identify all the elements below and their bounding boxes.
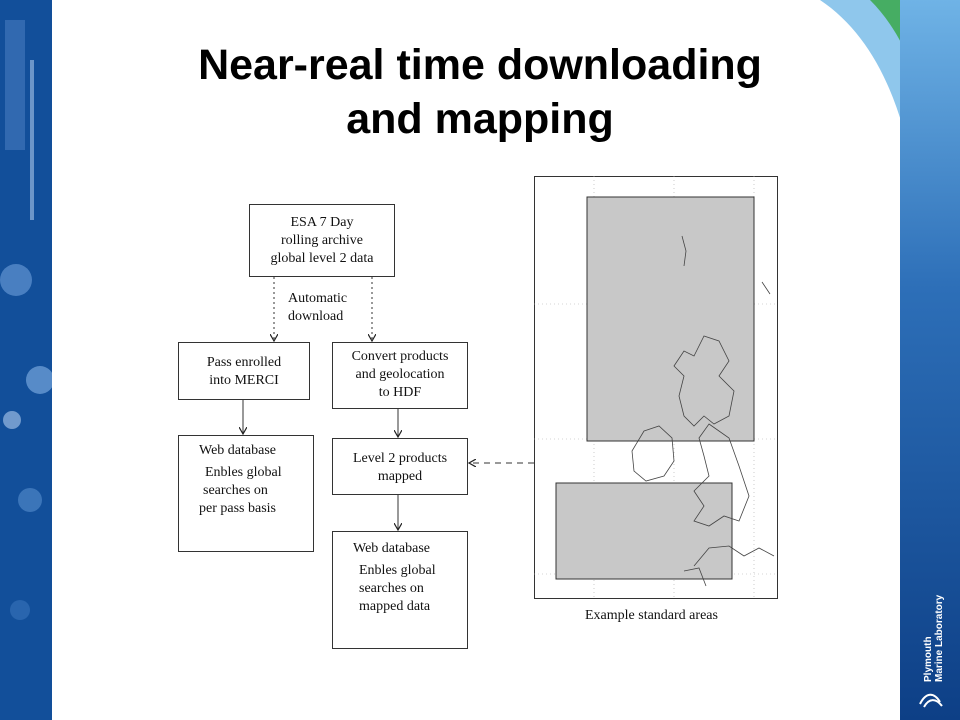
- convert-line2: and geolocation: [355, 367, 445, 382]
- pass-line2: into MERCI: [209, 373, 279, 388]
- archive-box: ESA 7 Day rolling archive global level 2…: [249, 204, 395, 277]
- archive-line2: rolling archive: [280, 233, 364, 248]
- map-caption: Example standard areas: [585, 608, 718, 623]
- auto-label-line1: Automatic: [288, 291, 348, 306]
- auto-download-label: Automatic download: [288, 290, 347, 326]
- plymouth-logo: Plymouth Marine Laboratory: [914, 572, 954, 712]
- level2-line2: mapped: [377, 469, 423, 484]
- level2-box: Level 2 products mapped: [332, 438, 468, 495]
- pass-line1: Pass enrolled: [206, 355, 282, 370]
- title-line2: and mapping: [346, 95, 614, 143]
- standard-area-north: [586, 196, 755, 442]
- web2-line3: searches on: [359, 581, 424, 596]
- web1-line1: Web database: [199, 443, 276, 458]
- archive-line1: ESA 7 Day: [290, 215, 354, 230]
- web2-line2: Enbles global: [359, 563, 436, 578]
- wave-logo-icon: [919, 693, 943, 708]
- convert-line1: Convert products: [351, 349, 449, 364]
- right-blue-band: [900, 0, 960, 720]
- pass-enrolled-box: Pass enrolled into MERCI: [178, 342, 310, 400]
- standard-areas-map: [534, 176, 778, 599]
- web1-line4: per pass basis: [199, 501, 276, 516]
- left-decorative-strip: [0, 0, 52, 720]
- web-database-box-1: Web database Enbles global searches on p…: [178, 435, 314, 552]
- web-database-box-2: Web database Enbles global searches on m…: [332, 531, 468, 649]
- level2-line1: Level 2 products: [352, 451, 448, 466]
- convert-line3: to HDF: [378, 385, 422, 400]
- underwater-image-icon: [0, 0, 52, 720]
- archive-line3: global level 2 data: [270, 251, 374, 266]
- web2-line1: Web database: [353, 541, 430, 556]
- standard-area-south: [555, 482, 733, 580]
- web1-line2: Enbles global: [205, 465, 282, 480]
- web1-line3: searches on: [203, 483, 268, 498]
- auto-label-line2: download: [288, 309, 344, 324]
- convert-box: Convert products and geolocation to HDF: [332, 342, 468, 409]
- slide-title: Near-real time downloading and mapping: [100, 38, 860, 146]
- web2-line4: mapped data: [359, 599, 431, 614]
- title-line1: Near-real time downloading: [198, 41, 762, 89]
